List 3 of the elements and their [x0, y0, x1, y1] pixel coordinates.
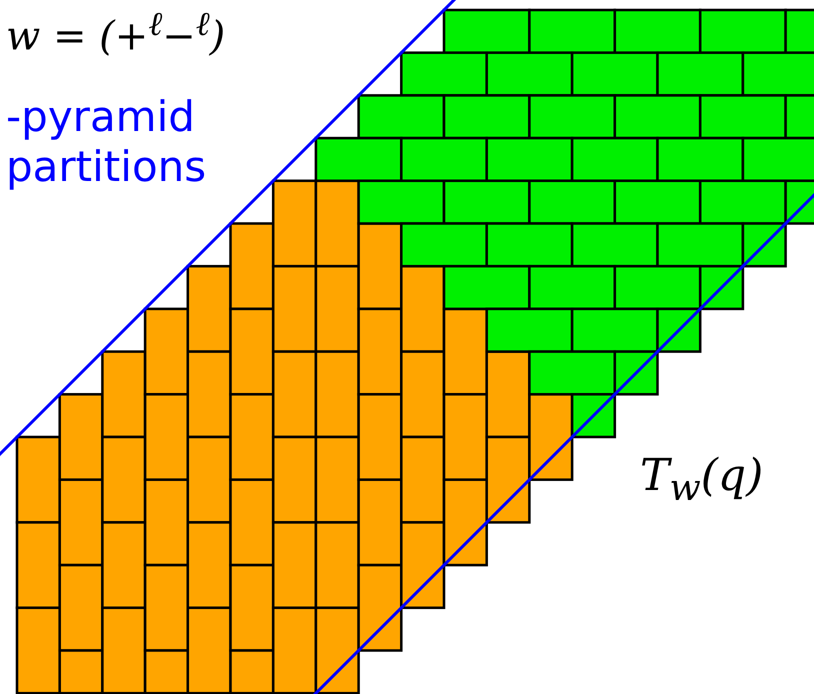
caption-text: -pyramid partitions [6, 92, 208, 193]
math-label: w = (+$^{ℓ}$−$^{ℓ}$) [6, 4, 226, 60]
math-label: T$_{w}$(q) [640, 450, 764, 509]
